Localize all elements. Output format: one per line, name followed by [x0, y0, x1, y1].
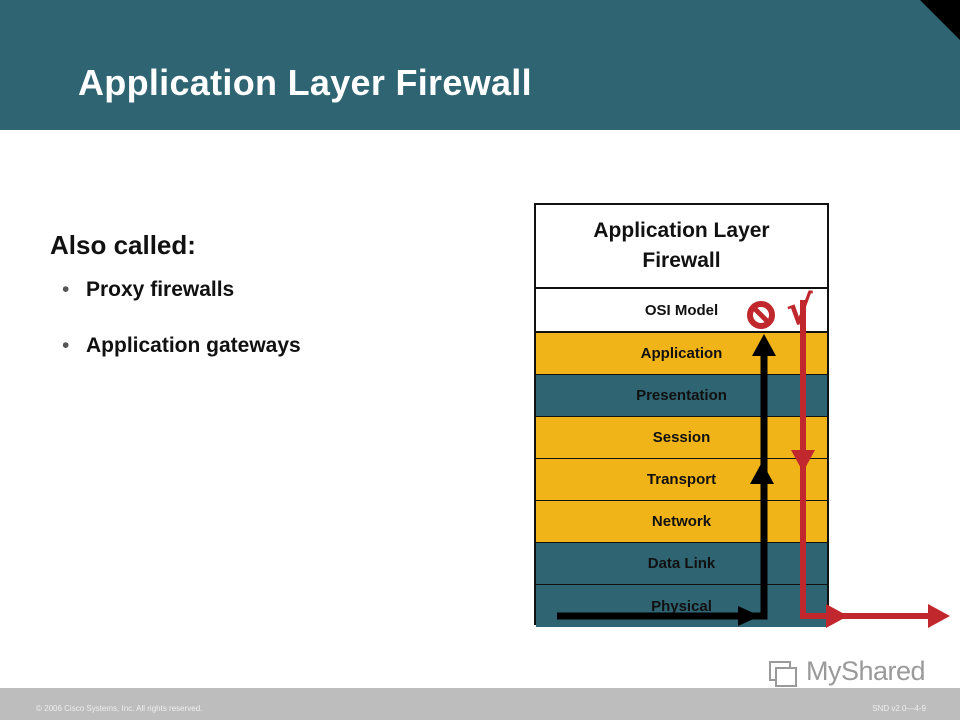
check-mark-icon: √ [786, 288, 813, 334]
slide-title: Application Layer Firewall [78, 62, 532, 103]
prohibited-icon [747, 301, 775, 329]
bullet-text: Proxy firewalls [86, 278, 235, 301]
layer-session: Session [536, 417, 827, 459]
layer-physical: Physical [536, 585, 827, 627]
layer-presentation: Presentation [536, 375, 827, 417]
osi-model-label: OSI Model [536, 289, 827, 333]
logo-icon [769, 661, 797, 687]
also-called-heading: Also called: [50, 230, 196, 260]
black-flow-arrow [557, 334, 776, 626]
red-flow-arrow [791, 300, 950, 628]
bullet-item: •Application gateways [62, 334, 301, 357]
corner-decoration [920, 0, 960, 40]
layer-application: Application [536, 333, 827, 375]
logo-text: MyShared [806, 656, 926, 686]
layer-data-link: Data Link [536, 543, 827, 585]
bullet-text: Application gateways [86, 334, 301, 357]
title-bar [0, 0, 960, 130]
footer-bar [0, 688, 960, 720]
bullet-item: •Proxy firewalls [62, 278, 235, 301]
copyright-text: © 2006 Cisco Systems, Inc. All rights re… [36, 704, 203, 713]
osi-diagram: Application Layer Firewall OSI Model App… [534, 203, 829, 627]
layer-network: Network [536, 501, 827, 543]
diagram-title: Application Layer Firewall [536, 205, 827, 289]
slide-code: SND v2.0—4-9 [872, 704, 926, 713]
layer-transport: Transport [536, 459, 827, 501]
